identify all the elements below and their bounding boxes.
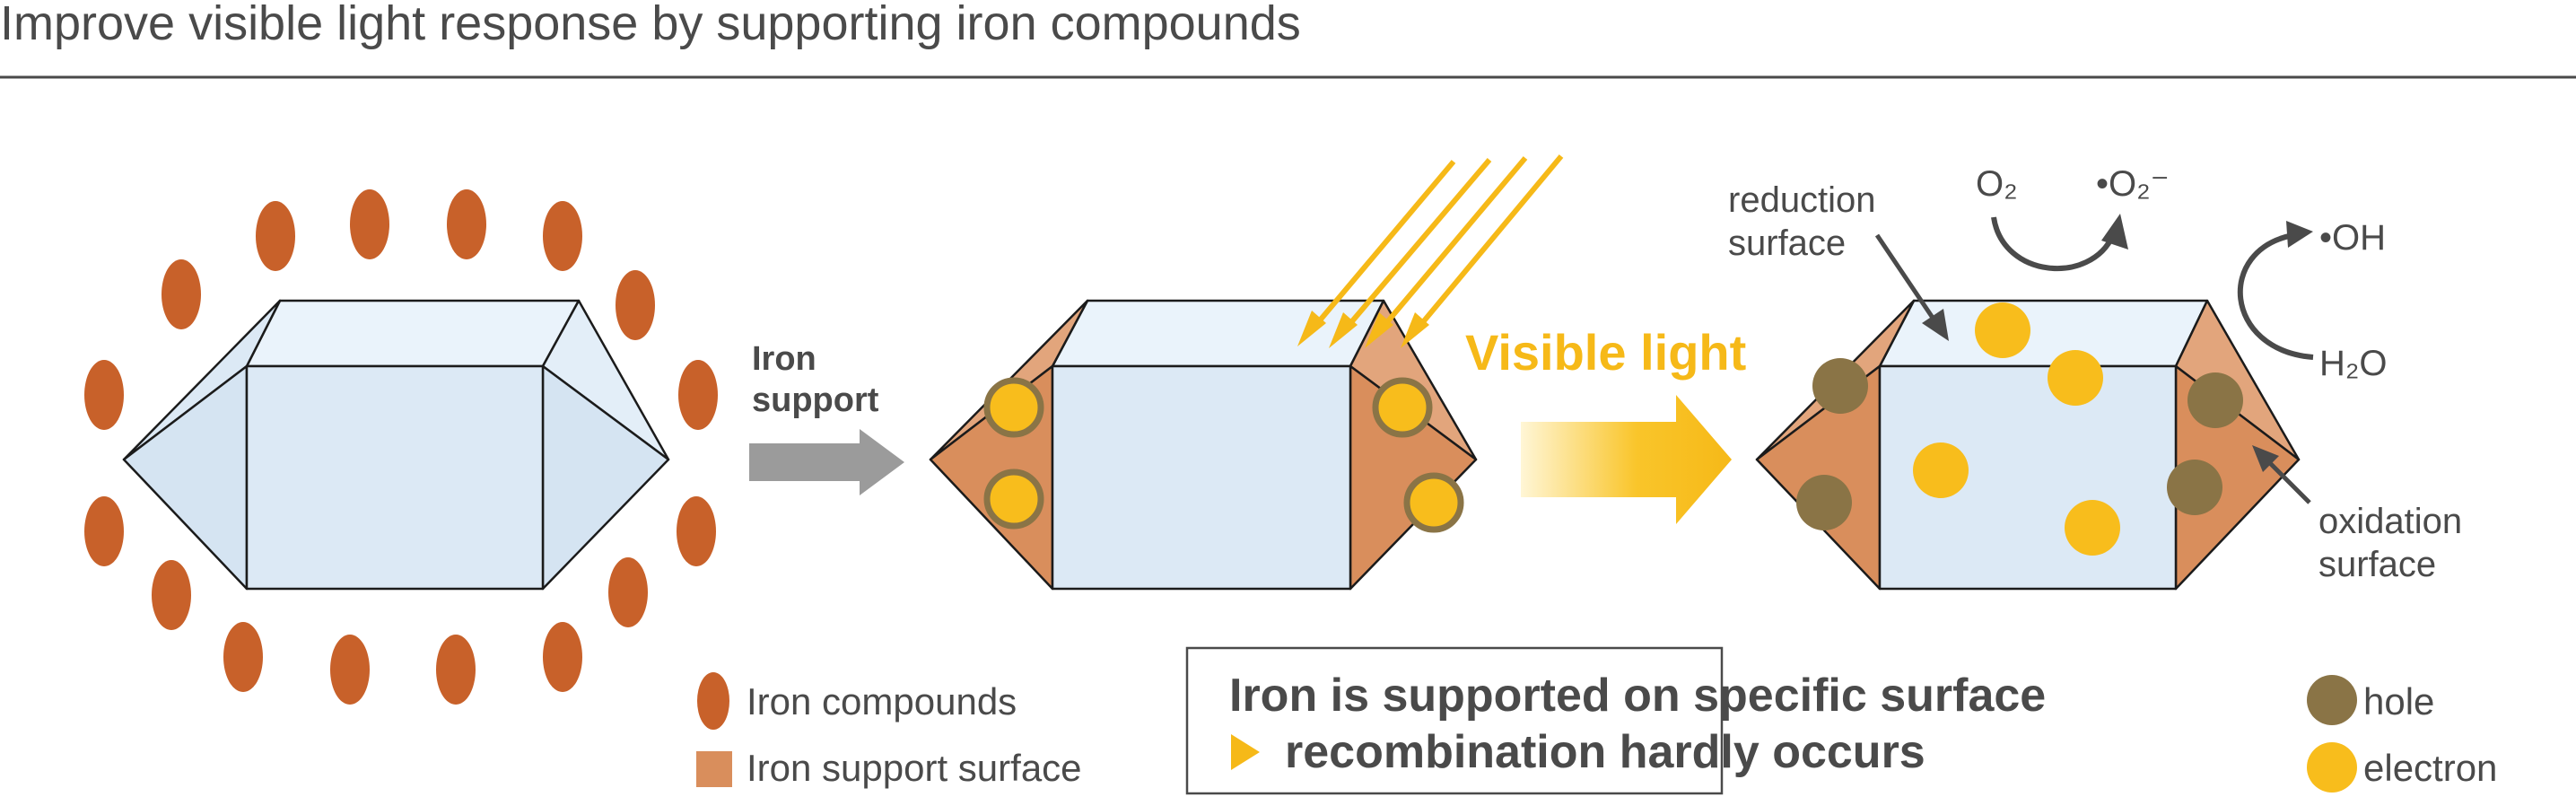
o2-radical-label: •O₂⁻ xyxy=(2096,164,2170,204)
pointer-arrow-icon xyxy=(1874,233,1939,325)
note-box-frame xyxy=(1185,646,1724,795)
iron-compound xyxy=(162,259,201,329)
charge-separation-crystal xyxy=(1755,299,2301,591)
hole xyxy=(2167,460,2222,515)
visible-light-label: Visible light xyxy=(1465,324,1746,381)
crystal-front-face xyxy=(1051,364,1352,591)
oxidation-label-line2: surface xyxy=(2318,545,2436,584)
iron-compound xyxy=(543,201,582,271)
iron-support-surface-swatch xyxy=(696,751,732,787)
iron-compound xyxy=(678,360,718,430)
iron-compound xyxy=(616,270,655,340)
iron-compound-swatch xyxy=(697,672,729,730)
iron-compound xyxy=(608,557,648,627)
iron-compounds-ring xyxy=(84,189,718,705)
electron xyxy=(1975,302,2030,358)
iron-site xyxy=(983,377,1044,438)
light-ray-icon xyxy=(1307,160,1456,334)
legend-electron: electron xyxy=(2363,747,2497,789)
iron-compound xyxy=(436,635,476,705)
pointer-arrow-head xyxy=(2252,445,2279,472)
hole xyxy=(1796,475,1852,530)
reaction-arc-arrow-head xyxy=(2101,214,2128,250)
oh-radical-label: •OH xyxy=(2319,218,2386,258)
iron-compound xyxy=(152,560,191,630)
reduction-label-line2: surface xyxy=(1728,223,1846,263)
light-ray-icon xyxy=(1339,158,1492,336)
o2-label: O₂ xyxy=(1976,164,2018,204)
page-title: Improve visible light response by suppor… xyxy=(0,0,1301,50)
hole-swatch xyxy=(2307,675,2357,725)
iron-sites xyxy=(983,377,1464,533)
legend-hole: hole xyxy=(2363,680,2434,723)
note-line2: recombination hardly occurs xyxy=(1285,726,1925,778)
reaction-arc-arrow-icon xyxy=(2237,232,2314,360)
light-rays xyxy=(1297,154,1564,348)
legend-right: hole electron xyxy=(2307,675,2497,793)
legend-iron-compounds: Iron compounds xyxy=(747,680,1017,723)
legend-left: Iron compounds Iron support surface xyxy=(696,672,1082,789)
iron-compound xyxy=(256,201,295,271)
iron-compound xyxy=(543,622,582,692)
reaction-arc-arrow-head xyxy=(2286,221,2313,248)
crystal-front-face xyxy=(245,364,545,591)
iron-site xyxy=(983,469,1044,530)
bare-crystal xyxy=(122,299,670,591)
pointer-arrow-head xyxy=(1922,309,1949,341)
light-ray-head xyxy=(1329,312,1358,348)
light-ray-icon xyxy=(1410,154,1564,336)
pointer-arrow-icon xyxy=(2263,456,2311,504)
note-line1: Iron is supported on specific surface xyxy=(1229,670,2046,722)
iron-compound xyxy=(447,189,486,259)
reaction-arc-arrow-icon xyxy=(1991,216,2116,272)
h2o-label: H₂O xyxy=(2319,344,2388,383)
iron-site xyxy=(1372,377,1433,438)
iron-compound xyxy=(84,360,124,430)
oxidation-label-line1: oxidation xyxy=(2318,502,2462,541)
iron-compound xyxy=(223,622,263,692)
electrons xyxy=(1913,302,2120,556)
light-ray-head xyxy=(1365,312,1393,348)
crystal-top-face xyxy=(245,299,581,368)
electron-swatch xyxy=(2307,742,2357,793)
iron-compound xyxy=(677,496,716,566)
note-box: Iron is supported on specific surface re… xyxy=(1185,646,2046,795)
light-ray-head xyxy=(1297,311,1326,346)
electron xyxy=(2065,500,2120,556)
light-ray-icon xyxy=(1375,156,1528,336)
electron xyxy=(1913,442,1969,498)
legend-iron-support-surface: Iron support surface xyxy=(747,747,1082,789)
iron-support-arrow-icon xyxy=(749,429,904,495)
iron-site xyxy=(1403,472,1464,533)
holes xyxy=(1796,358,2243,530)
iron-compound xyxy=(350,189,389,259)
iron-supported-crystal xyxy=(929,299,1478,591)
reduction-label-line1: reduction xyxy=(1728,180,1876,220)
hole xyxy=(1812,358,1868,414)
electron xyxy=(2048,350,2103,406)
light-ray-head xyxy=(1401,312,1429,348)
iron-compound xyxy=(330,635,370,705)
hole xyxy=(2187,372,2243,428)
iron-support-label-line1: Iron xyxy=(752,340,816,378)
iron-compound xyxy=(84,496,124,566)
crystal-top-face xyxy=(1051,299,1385,368)
iron-support-label-line2: support xyxy=(752,381,879,419)
visible-light-arrow-icon xyxy=(1521,395,1732,524)
triangle-bullet-icon xyxy=(1231,734,1260,770)
